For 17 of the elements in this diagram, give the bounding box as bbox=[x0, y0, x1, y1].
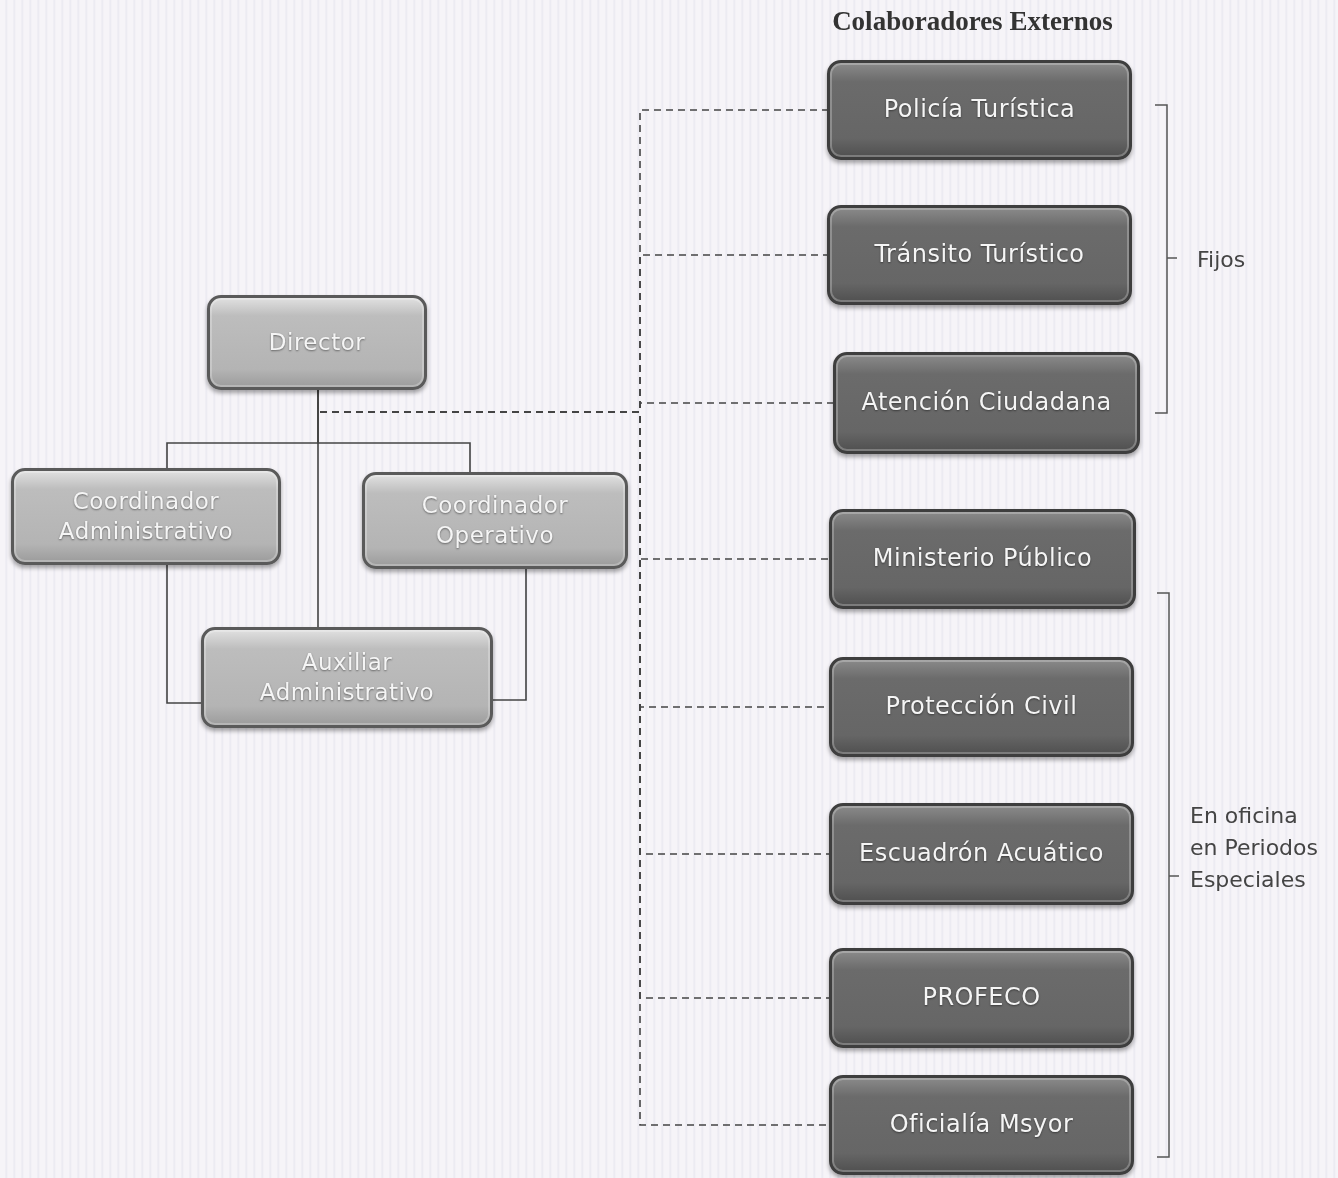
diagram-title: Colaboradores Externos bbox=[831, 6, 1114, 37]
org-box: Auxiliar Administrativo bbox=[201, 627, 493, 728]
org-box: Atención Ciudadana bbox=[833, 352, 1140, 454]
connector-line bbox=[166, 564, 202, 704]
org-box: Coordinador Operativo bbox=[362, 472, 628, 569]
org-box: Coordinador Administrativo bbox=[11, 468, 281, 565]
connector-line bbox=[492, 568, 527, 701]
org-box: Oficialía Msyor bbox=[829, 1075, 1134, 1175]
org-box: Protección Civil bbox=[829, 657, 1134, 757]
group-label: Fijos bbox=[1197, 246, 1247, 274]
org-box: PROFECO bbox=[829, 948, 1134, 1048]
group-label: En oficina en Periodos Especiales bbox=[1190, 802, 1319, 894]
org-box: Tránsito Turístico bbox=[827, 205, 1132, 305]
org-box: Ministerio Público bbox=[829, 509, 1136, 609]
org-box: Policía Turística bbox=[827, 60, 1132, 160]
org-box: Director bbox=[207, 295, 427, 390]
org-box: Escuadrón Acuático bbox=[829, 803, 1134, 905]
